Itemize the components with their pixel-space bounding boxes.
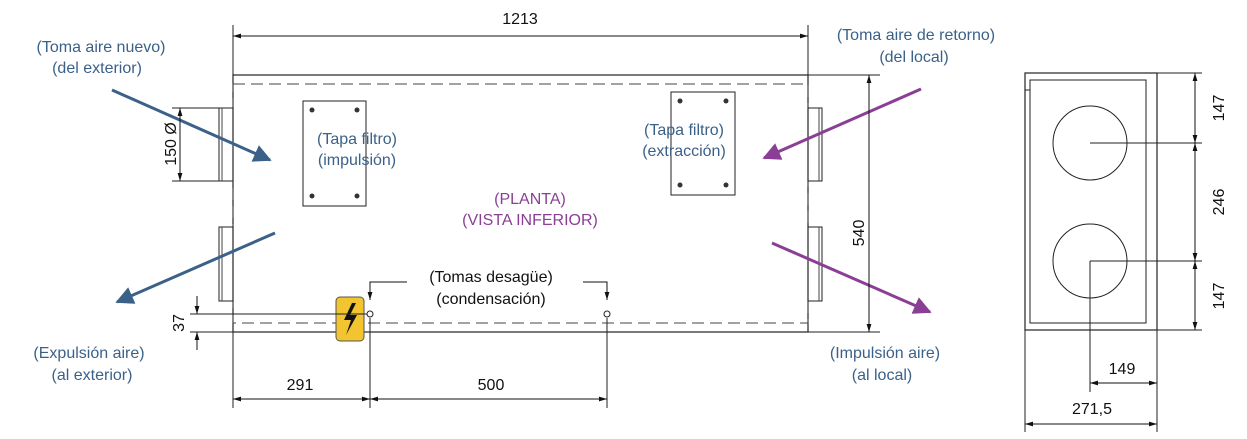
svg-text:147: 147 <box>1211 95 1228 122</box>
tomas-desague-line1: (Tomas desagüe) <box>429 269 553 286</box>
dim-drain-offset: 37 <box>171 296 367 350</box>
drain-leader-2 <box>583 281 610 300</box>
view-title-line2: (VISTA INFERIOR) <box>462 212 598 229</box>
impulsion-aire-line2: (al local) <box>852 367 912 384</box>
view-title-line1: (PLANTA) <box>494 191 566 208</box>
toma-aire-retorno-line2: (del local) <box>879 49 948 66</box>
dim-overall-width: 540 <box>808 74 880 333</box>
dim-duct-diameter: 150 Ø <box>163 107 219 182</box>
tapa-filtro-impulsion-line1: (Tapa filtro) <box>317 131 397 148</box>
drain-leader-1 <box>367 281 407 300</box>
drain-point-2 <box>603 310 611 318</box>
right-duct-collar-top <box>807 107 823 182</box>
tapa-filtro-extraccion-line2: (extracción) <box>642 143 726 160</box>
svg-text:500: 500 <box>478 377 505 394</box>
svg-text:149: 149 <box>1109 361 1136 378</box>
drain-point-1 <box>366 310 374 318</box>
arrow-fresh-air-in <box>111 88 272 162</box>
side-body <box>1024 72 1158 331</box>
left-duct-collar-bottom <box>218 226 234 302</box>
left-duct-collar-top <box>218 107 234 182</box>
dim-side-vertical: 147 246 147 <box>1192 73 1228 330</box>
tapa-filtro-impulsion-line2: (impulsión) <box>318 152 396 169</box>
unit-inner-outline <box>232 83 809 324</box>
svg-text:291: 291 <box>287 377 314 394</box>
expulsion-aire-line2: (al exterior) <box>52 367 133 384</box>
arrow-supply-air-out <box>771 241 932 314</box>
filter-cover-supply <box>302 100 367 207</box>
svg-text:1213: 1213 <box>502 11 538 28</box>
tomas-desague-line2: (condensación) <box>436 291 545 308</box>
dim-drain-positions: 291 500 <box>232 318 608 408</box>
svg-text:246: 246 <box>1211 189 1228 216</box>
expulsion-aire-line1: (Expulsión aire) <box>33 345 144 362</box>
electrical-box <box>335 296 365 342</box>
arrow-exhaust-out <box>115 231 276 304</box>
svg-text:147: 147 <box>1211 283 1228 310</box>
tapa-filtro-extraccion-line1: (Tapa filtro) <box>644 122 724 139</box>
toma-aire-nuevo-line1: (Toma aire nuevo) <box>37 39 166 56</box>
lightning-icon <box>344 303 357 335</box>
svg-text:271,5: 271,5 <box>1072 401 1112 418</box>
toma-aire-retorno-line1: (Toma aire de retorno) <box>837 27 995 44</box>
filter-cover-extract <box>670 91 736 196</box>
dim-overall-length: 1213 <box>232 11 809 75</box>
arrow-return-air-in <box>762 87 922 160</box>
plan-view: (PLANTA) (VISTA INFERIOR) (Tapa filtro) … <box>218 74 823 342</box>
dim-side-horizontal: 149 271,5 <box>1025 361 1157 427</box>
svg-text:540: 540 <box>851 220 868 247</box>
svg-text:150 Ø: 150 Ø <box>163 122 180 166</box>
toma-aire-nuevo-line2: (del exterior) <box>52 60 142 77</box>
side-view <box>1024 72 1202 432</box>
svg-text:37: 37 <box>171 314 188 332</box>
impulsion-aire-line1: (Impulsión aire) <box>830 345 940 362</box>
